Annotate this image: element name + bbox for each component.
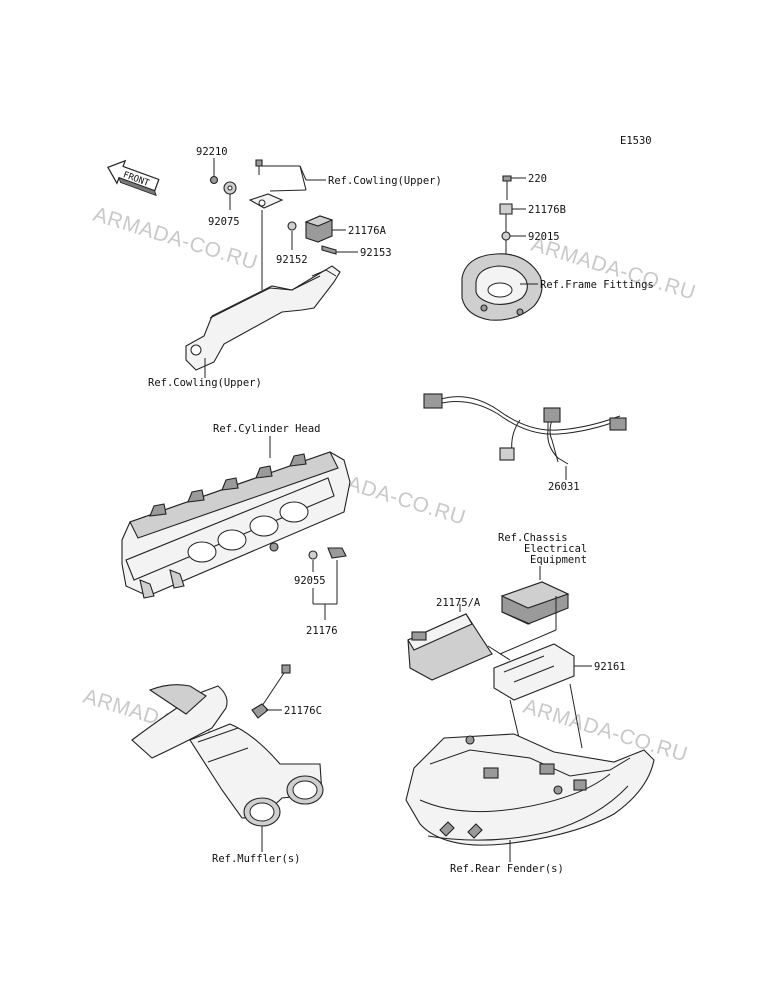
muffler-group <box>131 664 324 852</box>
label-21176: 21176 <box>306 625 338 637</box>
label-92015: 92015 <box>528 231 560 243</box>
label-equipment: Equipment <box>530 554 587 566</box>
label-21175A: 21175/A <box>436 597 481 609</box>
label-ref-muffler: Ref.Muffler(s) <box>212 853 301 865</box>
label-ref-rear-fender: Ref.Rear Fender(s) <box>450 863 564 875</box>
label-electrical: Electrical <box>524 543 587 555</box>
label-92210: 92210 <box>196 146 228 158</box>
label-92153: 92153 <box>360 247 392 259</box>
frame-sensor-group <box>461 175 543 321</box>
label-ref-cowling-upper-2: Ref.Cowling(Upper) <box>148 377 262 389</box>
bracket-arm <box>185 265 341 371</box>
connector <box>499 447 515 461</box>
label-21176A: 21176A <box>348 225 387 237</box>
connector <box>543 407 561 423</box>
sensor-21176 <box>327 547 347 559</box>
cylinder-head-group: Ref.Cylinder Head <box>121 423 351 620</box>
muffler-pipe <box>131 685 228 759</box>
label-92075: 92075 <box>208 216 240 228</box>
label-ref-frame-fittings: Ref.Frame Fittings <box>540 279 654 291</box>
watermark: ARMADA-CO.RU <box>91 203 261 275</box>
ecu-group: Ref.Chassis Electrical Equipment <box>407 532 592 749</box>
rear-fender <box>405 733 655 846</box>
harness-group <box>423 393 627 480</box>
label-220: 220 <box>528 173 547 185</box>
label-ref-cowling-upper: Ref.Cowling(Upper) <box>328 175 442 187</box>
label-21176B: 21176B <box>528 204 566 216</box>
label-92055: 92055 <box>294 575 326 587</box>
label-92152: 92152 <box>276 254 308 266</box>
watermark: ARMADA-CO.RU <box>529 233 699 305</box>
label-26031: 26031 <box>548 481 580 493</box>
cowling-bracket-group <box>185 158 358 378</box>
bracket-92161 <box>493 643 575 701</box>
front-arrow-icon: FRONT <box>107 159 160 197</box>
rear-fender-group <box>405 733 655 862</box>
label-ref-chassis: Ref.Chassis <box>498 532 568 544</box>
label-21176C: 21176C <box>284 705 322 717</box>
label-ref-cylinder-head: Ref.Cylinder Head <box>213 423 320 435</box>
sensor-21176C <box>251 703 269 719</box>
sensor-21176B <box>499 203 513 215</box>
connector <box>609 417 627 431</box>
bolt-92210 <box>209 175 219 185</box>
connector <box>423 393 443 409</box>
label-92161: 92161 <box>594 661 626 673</box>
diagram-code: E1530 <box>620 135 652 147</box>
